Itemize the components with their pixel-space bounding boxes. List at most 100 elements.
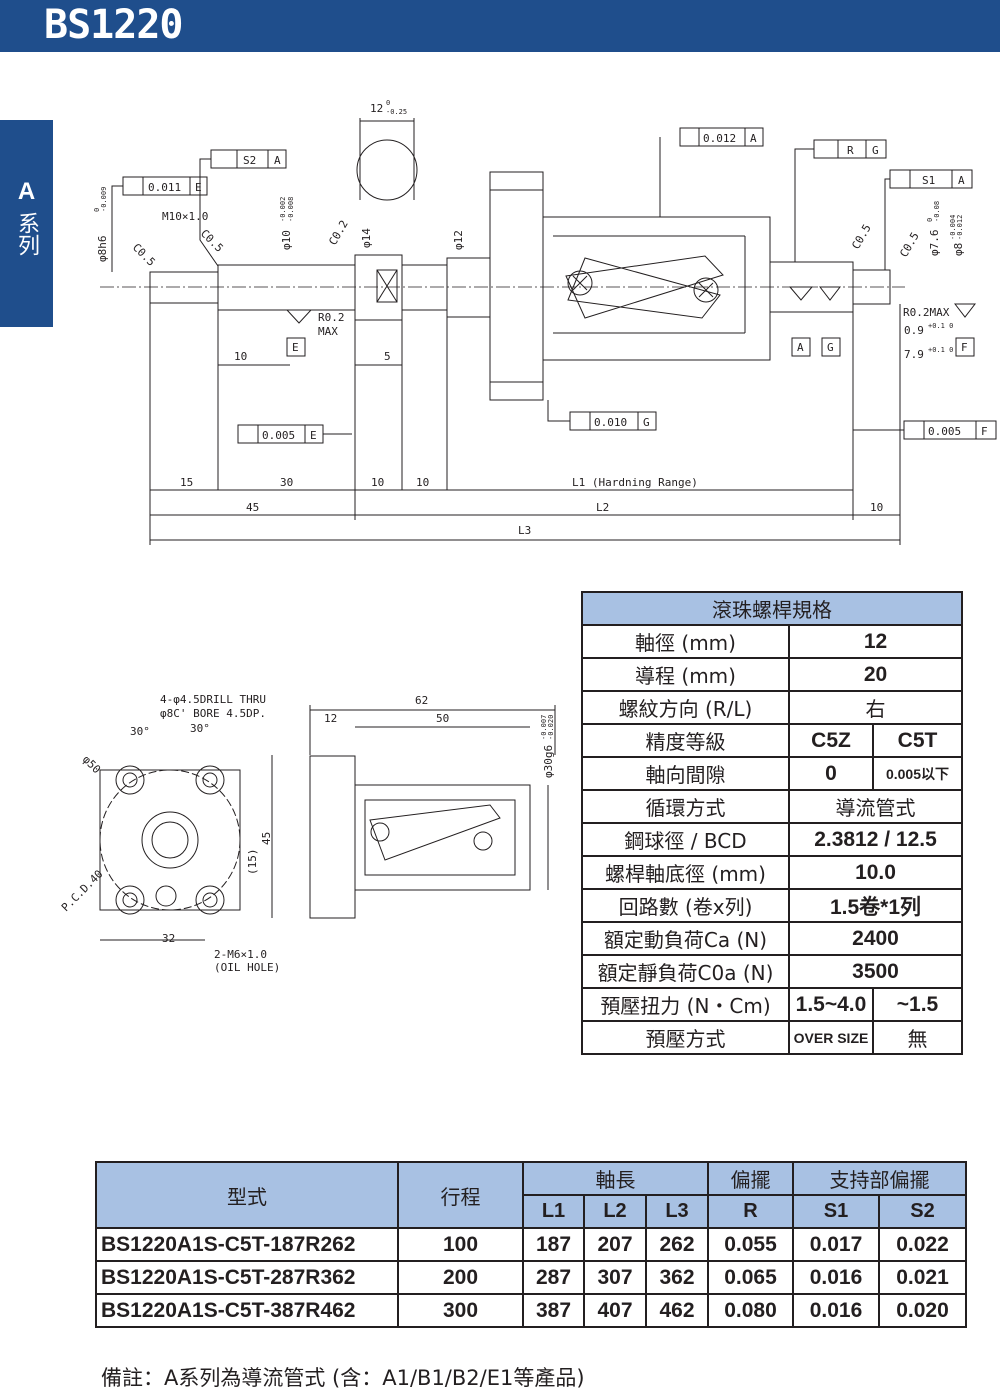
header-runout: 偏擺 xyxy=(707,1161,794,1196)
svg-text:C0.5: C0.5 xyxy=(130,241,158,269)
svg-text:φ12: φ12 xyxy=(452,230,465,250)
series-label: 系列 xyxy=(14,212,39,256)
engineering-drawing xyxy=(99,118,997,941)
svg-text:5: 5 xyxy=(384,350,391,363)
table-row: 額定靜負荷C0a (N) 3500 xyxy=(581,954,963,989)
page-title: BS1220 xyxy=(44,2,183,48)
svg-text:12: 12 xyxy=(324,712,337,725)
tube-screw-right xyxy=(693,277,719,303)
svg-text:-0.08: -0.08 xyxy=(933,201,941,222)
gdt-s1: S1 xyxy=(922,174,935,187)
svg-text:0: 0 xyxy=(386,99,390,107)
header-shaft-length: 軸長 xyxy=(522,1161,709,1196)
drawing-labels: 12 0 -0.25 S2 A 0.011 E 0.012 A R G S1 A… xyxy=(59,99,988,974)
header-bar: BS1220 xyxy=(0,0,1000,52)
svg-text:0: 0 xyxy=(93,208,101,212)
svg-text:-0.25: -0.25 xyxy=(386,108,407,116)
tube-screw-left xyxy=(567,270,593,296)
svg-text:C0.5: C0.5 xyxy=(849,222,874,251)
svg-text:R0.2: R0.2 xyxy=(318,311,345,324)
svg-text:7.9: 7.9 xyxy=(904,348,924,361)
svg-text:φ8: φ8 xyxy=(952,243,965,256)
header-support-runout: 支持部偏擺 xyxy=(792,1161,967,1196)
table-row: 額定動負荷Ca (N) 2400 xyxy=(581,921,963,956)
l2-label: L2 xyxy=(596,501,609,514)
gdt-e-runout: 0.011 xyxy=(148,181,181,194)
flange-front-view xyxy=(99,769,241,911)
gdt-perp-e: 0.005 xyxy=(262,429,295,442)
svg-text:A: A xyxy=(958,174,965,187)
svg-text:0: 0 xyxy=(926,218,934,222)
gdt-r: R xyxy=(847,144,854,157)
svg-text:10: 10 xyxy=(870,501,883,514)
svg-text:10: 10 xyxy=(234,350,247,363)
table-row: 循環方式 導流管式 xyxy=(581,789,963,824)
gdt-s2: S2 xyxy=(243,154,256,167)
table-row: 預壓扭力 (N・Cm) 1.5~4.0 ~1.5 xyxy=(581,987,963,1022)
svg-text:30°: 30° xyxy=(130,725,150,738)
svg-text:4-φ4.5DRILL THRU: 4-φ4.5DRILL THRU xyxy=(160,693,266,706)
table-row: 回路數 (卷x列) 1.5卷*1列 xyxy=(581,888,963,923)
bore-inner xyxy=(151,821,189,859)
table-row: 導程 (mm) 20 xyxy=(581,657,963,692)
svg-text:10: 10 xyxy=(416,476,429,489)
svg-text:15: 15 xyxy=(180,476,193,489)
svg-text:C0.2: C0.2 xyxy=(326,218,351,247)
svg-text:32: 32 xyxy=(162,932,175,945)
svg-text:φ10: φ10 xyxy=(280,230,293,250)
table-row: 軸向間隙 0 0.005以下 xyxy=(581,756,963,791)
svg-text:A: A xyxy=(274,154,281,167)
flat-cross-mark xyxy=(376,269,398,303)
svg-text:-0.004: -0.004 xyxy=(949,215,957,240)
table-row: 精度等級 C5Z C5T xyxy=(581,723,963,758)
svg-text:-0.020: -0.020 xyxy=(547,715,555,740)
table-row: BS1220A1S-C5T-187R262 100 187 207 262 0.… xyxy=(95,1227,967,1262)
bore-outer xyxy=(141,811,199,869)
svg-text:A: A xyxy=(797,341,804,354)
pcd-circle xyxy=(99,769,241,911)
return-tube xyxy=(565,255,724,319)
svg-text:G: G xyxy=(872,144,879,157)
spec-title: 滾珠螺桿規格 xyxy=(581,591,963,626)
svg-text:2-M6×1.0: 2-M6×1.0 xyxy=(214,948,267,961)
svg-text:45: 45 xyxy=(260,832,273,845)
svg-text:-0.012: -0.012 xyxy=(956,215,964,240)
dim-12: 12 xyxy=(370,102,383,115)
svg-text:-0.002: -0.002 xyxy=(279,197,287,222)
gdt-top-runout: 0.012 xyxy=(703,132,736,145)
series-side-tab: A 系列 xyxy=(0,120,53,327)
svg-text:A: A xyxy=(750,132,757,145)
svg-text:P.C.D.40: P.C.D.40 xyxy=(59,867,106,914)
svg-text:-0.009: -0.009 xyxy=(100,187,108,212)
svg-text:-0.008: -0.008 xyxy=(287,197,295,222)
svg-text:(OIL HOLE): (OIL HOLE) xyxy=(214,961,280,974)
series-letter: A xyxy=(17,178,36,205)
svg-text:30°: 30° xyxy=(190,722,210,735)
l3-label: L3 xyxy=(518,524,531,537)
svg-text:E: E xyxy=(310,429,317,442)
table-row: BS1220A1S-C5T-387R462 300 387 407 462 0.… xyxy=(95,1293,967,1328)
table-row: 螺紋方向 (R/L) 右 xyxy=(581,690,963,725)
svg-text:E: E xyxy=(195,181,202,194)
svg-text:+0.1 0: +0.1 0 xyxy=(928,346,953,354)
thread-label: M10×1.0 xyxy=(162,210,208,223)
model-table: 型式 行程 軸長 偏擺 支持部偏擺 L1 L2 L3 R S1 S2 BS122… xyxy=(95,1161,967,1328)
svg-text:+0.1 0: +0.1 0 xyxy=(928,322,953,330)
return-tube-2 xyxy=(567,257,721,319)
table-row: 軸徑 (mm) 12 xyxy=(581,624,963,659)
section-circle xyxy=(356,139,418,201)
table-row: 預壓方式 OVER SIZE 無 xyxy=(581,1020,963,1055)
svg-text:45: 45 xyxy=(246,501,259,514)
svg-text:φ14: φ14 xyxy=(360,228,373,248)
shaft-right-end xyxy=(852,269,891,305)
svg-text:C0.5: C0.5 xyxy=(897,230,922,259)
svg-text:G: G xyxy=(827,341,834,354)
svg-text:(15): (15) xyxy=(246,849,259,876)
svg-text:E: E xyxy=(292,341,299,354)
l1-label: L1 (Hardning Range) xyxy=(572,476,698,489)
svg-text:0.9: 0.9 xyxy=(904,324,924,337)
svg-text:G: G xyxy=(643,416,650,429)
table-row: BS1220A1S-C5T-287R362 200 287 307 362 0.… xyxy=(95,1260,967,1295)
table-row: 螺桿軸底徑 (mm) 10.0 xyxy=(581,855,963,890)
svg-text:-0.007: -0.007 xyxy=(540,715,548,740)
